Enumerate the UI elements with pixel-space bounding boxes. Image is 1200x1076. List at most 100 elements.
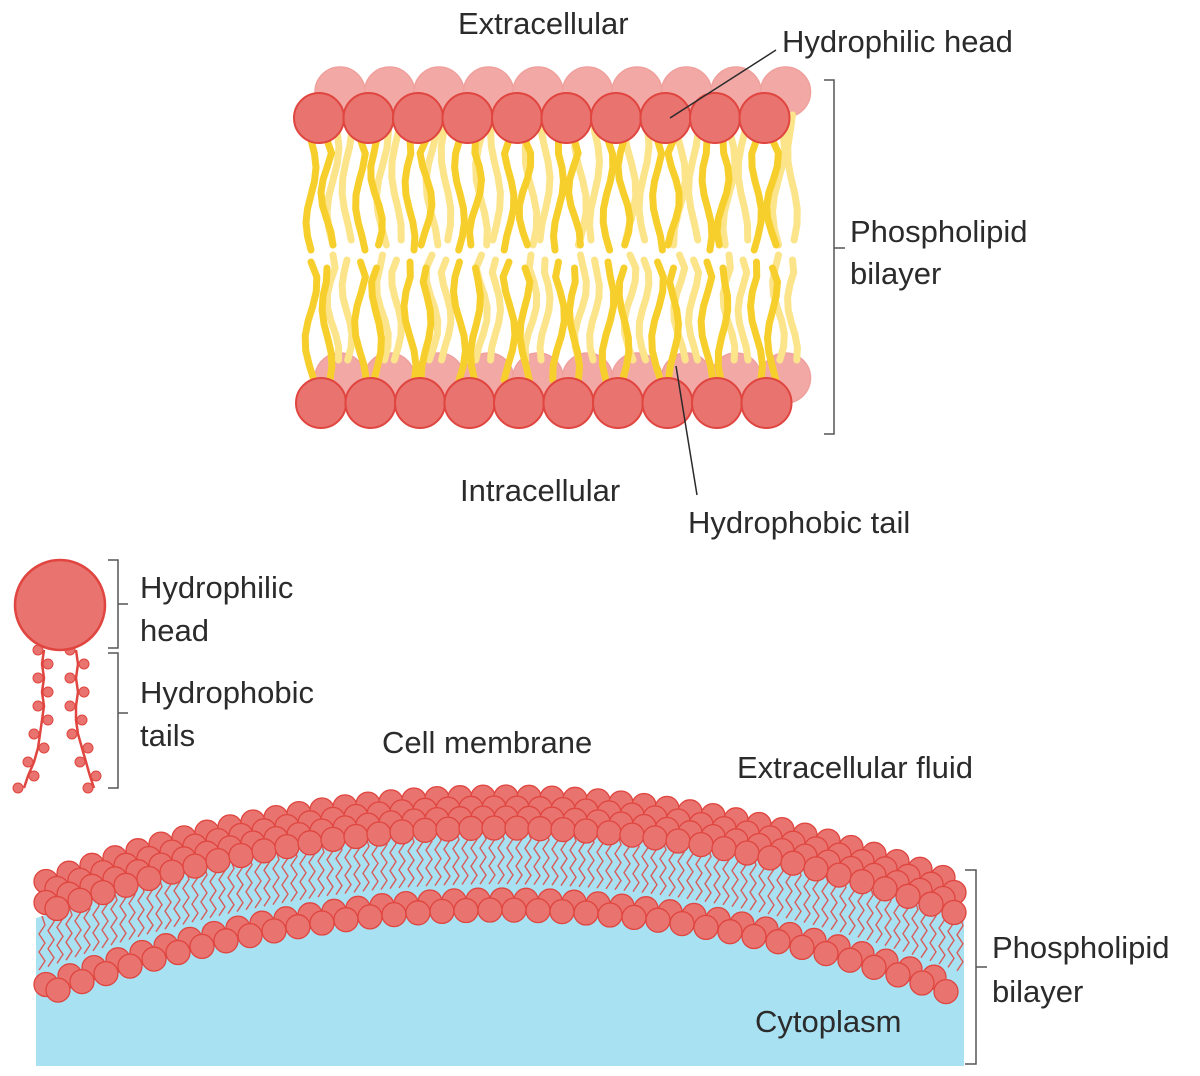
membrane-head [366,821,392,847]
front-heads-top-row [293,92,791,144]
front-tail [649,136,666,254]
front-tail [301,258,321,384]
membrane-tail [704,847,712,903]
front-tail [500,136,518,254]
membrane-head [405,900,431,926]
front-tail [417,264,435,384]
head-callout-label: Hydrophilic head [782,24,1013,59]
membrane-tail [92,896,100,952]
membrane-head [429,898,455,925]
front-tail [549,258,568,384]
membrane-head [309,910,335,936]
membrane-head [895,883,921,909]
membrane-tail [632,837,640,892]
membrane-head [435,816,461,842]
membrane-head [885,962,911,988]
back-tail [323,251,343,364]
front-heads-bottom-row [295,377,793,429]
hydrophilic-head [493,377,545,429]
membrane-head [596,820,622,846]
membrane-head [343,823,369,850]
front-tail [549,136,568,254]
membrane-head [45,977,71,1003]
membrane-tail [794,866,802,921]
membrane-tail [956,916,964,972]
back-tail [388,256,405,364]
membrane-head [711,835,737,862]
membrane-tail [866,885,874,941]
membrane-tail [524,830,532,885]
front-tail [748,136,765,254]
phospholipid-molecule [12,558,107,794]
membrane-tail [137,882,145,938]
back-tail [373,251,392,364]
membrane-head [136,865,162,892]
extracellular-label: Extracellular [458,6,629,41]
tail-bead [28,770,40,782]
membrane-tail [677,843,685,898]
head-bracket [108,559,128,649]
back-tail [388,111,405,244]
front-tail [449,258,470,384]
hydrophilic-head [491,92,543,144]
membrane-head [665,828,691,854]
membrane-head [189,933,215,960]
membrane-head [780,850,806,876]
front-tail [368,264,385,384]
membrane-head [501,897,527,923]
molecule-tails-label-line2: tails [140,718,195,753]
bilayer-label-line2: bilayer [850,256,941,291]
membrane-tail [884,891,892,947]
front-tail [648,258,667,384]
membrane-head [645,907,671,933]
membrane-head [813,940,839,967]
membrane-head [549,898,575,925]
membrane-head [159,859,185,885]
cell-membrane-title: Cell membrane [382,725,592,760]
membrane-tail [452,830,460,886]
tail-bead [82,742,94,754]
membrane-tail [569,831,577,887]
membrane-head [320,826,346,853]
membrane-head [717,919,743,945]
tail-bead [64,672,76,684]
membrane-head [741,923,767,950]
tail-bead [90,770,102,782]
front-tail [465,136,486,249]
molecule-tail-chain [74,649,96,789]
membrane-tail [497,829,505,885]
intracellular-label: Intracellular [460,473,620,508]
tail-bead [82,782,94,794]
front-tail [515,136,535,249]
membrane-tail [911,900,919,955]
back-tail [437,256,455,364]
hydrophilic-head [344,377,397,429]
membrane-head [909,970,935,996]
back-tail [536,111,554,244]
membrane-tail [587,833,595,888]
back-tail [684,256,703,364]
membrane-tail [776,861,784,917]
membrane-tail [200,865,208,921]
membrane-head [621,904,647,931]
membrane-head [734,840,760,866]
membrane-head [477,897,503,923]
membrane-tail [272,850,280,905]
front-tail [516,264,534,384]
membrane-bilayer-label-line1: Phospholipid [992,930,1170,965]
membrane-head [826,862,852,888]
back-tail [719,251,739,364]
molecule-head-label-line2: head [140,613,209,648]
membrane-head [228,842,254,869]
membrane-head [90,879,116,906]
membrane-tail [821,873,829,928]
membrane-tail [614,835,622,891]
hydrophilic-head [342,92,395,144]
membrane-head [941,899,967,926]
membrane-head [412,817,438,843]
front-tail [367,136,386,249]
membrane-tail [110,890,118,946]
tail-bead [78,686,90,698]
membrane-head [765,929,791,955]
membrane-head [550,816,576,843]
